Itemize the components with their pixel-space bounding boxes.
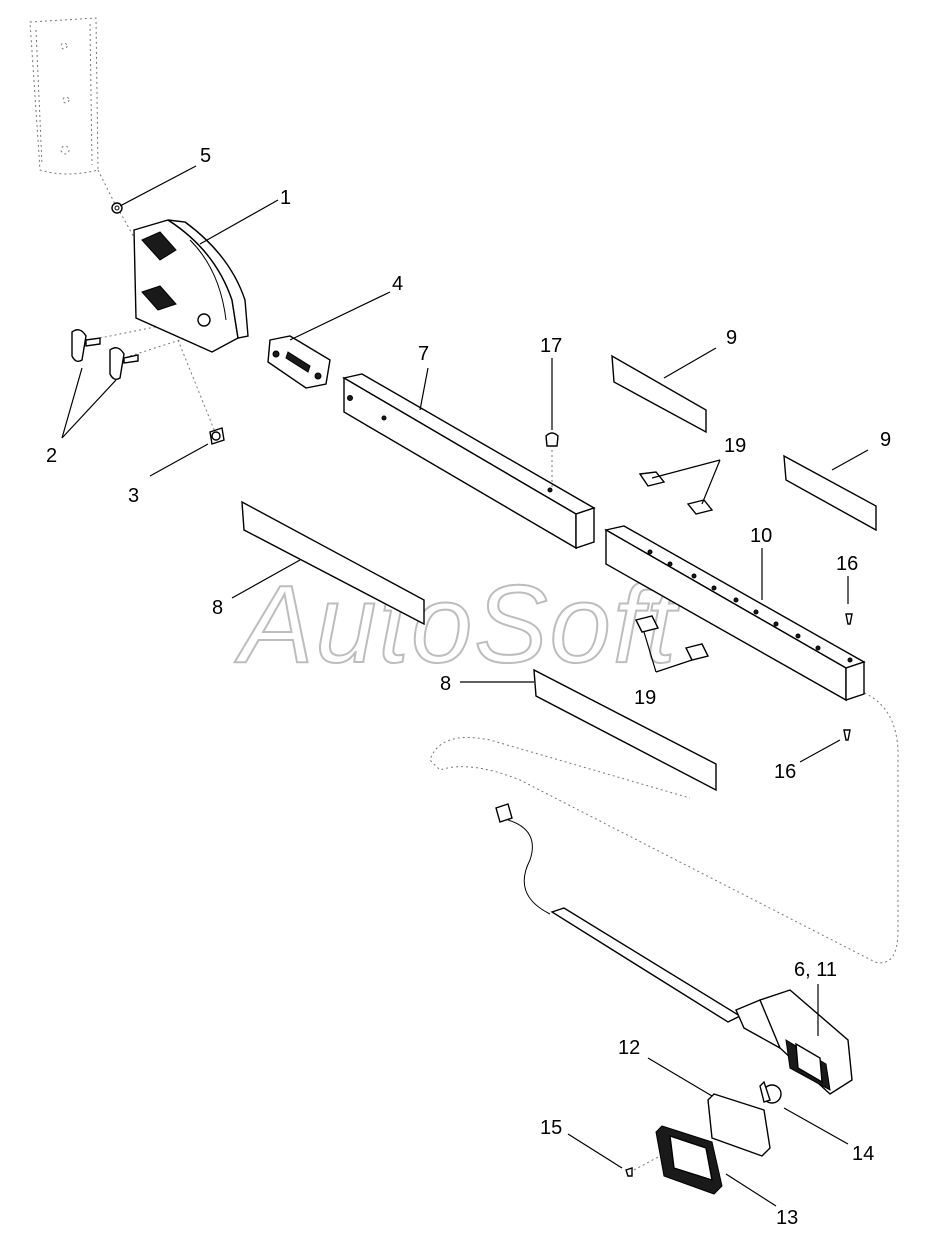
callout-16-upper: 16 bbox=[836, 553, 858, 575]
callout-3: 3 bbox=[128, 485, 139, 507]
part-3-bolt bbox=[209, 427, 225, 445]
light-assembly bbox=[495, 803, 853, 1095]
part-5-bolt bbox=[111, 202, 123, 214]
callout-16-lower: 16 bbox=[774, 761, 796, 783]
callout-10: 10 bbox=[750, 525, 772, 547]
callout-12: 12 bbox=[618, 1037, 640, 1059]
callout-9-right: 9 bbox=[880, 429, 891, 451]
part-1-bracket bbox=[133, 219, 249, 353]
part-19-clips bbox=[634, 471, 714, 661]
callout-6-11: 6, 11 bbox=[794, 959, 837, 981]
callout-8-upper: 8 bbox=[212, 597, 223, 619]
callout-15: 15 bbox=[540, 1117, 562, 1139]
part-4-clamp bbox=[267, 335, 331, 389]
part-8-labels bbox=[241, 500, 717, 792]
part-15-screw bbox=[625, 1155, 661, 1177]
callout-2: 2 bbox=[46, 445, 57, 467]
callout-5: 5 bbox=[200, 145, 211, 167]
callout-9-left: 9 bbox=[726, 327, 737, 349]
part-17-knob bbox=[545, 432, 559, 488]
part-10-tube bbox=[604, 525, 866, 702]
autosoft-watermark: AutoSoft bbox=[234, 563, 680, 686]
callout-7: 7 bbox=[418, 343, 429, 365]
callout-8-lower: 8 bbox=[440, 673, 451, 695]
mast-tube bbox=[29, 17, 99, 175]
callout-1: 1 bbox=[280, 187, 291, 209]
callout-17: 17 bbox=[540, 335, 562, 357]
callout-14: 14 bbox=[852, 1143, 874, 1165]
part-13-frame bbox=[655, 1125, 723, 1195]
callout-19-lower: 19 bbox=[634, 687, 656, 709]
callout-19-upper: 19 bbox=[724, 435, 746, 457]
leader-lines bbox=[61, 165, 869, 1207]
part-12-lens bbox=[707, 1093, 771, 1157]
part-14-bulb bbox=[759, 1080, 782, 1104]
part-9-labels bbox=[611, 354, 877, 532]
callout-13: 13 bbox=[776, 1207, 798, 1229]
part-2-knobs bbox=[71, 329, 139, 381]
part-16-screws bbox=[843, 613, 853, 741]
part-7-tube bbox=[342, 373, 596, 550]
callout-4: 4 bbox=[392, 273, 403, 295]
